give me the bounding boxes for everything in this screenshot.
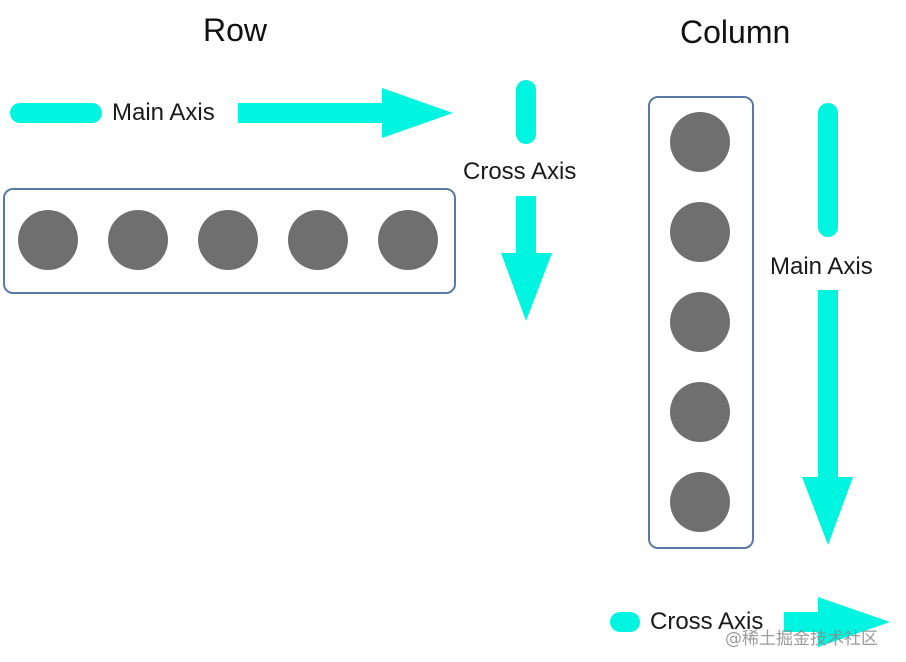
row-items — [18, 210, 438, 270]
row-item — [288, 210, 348, 270]
row-title: Row — [203, 12, 268, 48]
column-item — [670, 382, 730, 442]
column-items — [670, 112, 730, 532]
row-item — [378, 210, 438, 270]
row-container — [3, 188, 456, 294]
column-cross-axis-label: Cross Axis — [648, 608, 766, 635]
row-cross-axis-arrow-tail — [516, 80, 536, 144]
column-main-axis-arrow-shaft — [818, 290, 838, 480]
column-cross-axis-arrow-tail — [610, 612, 640, 632]
row-main-axis-arrow — [10, 88, 453, 138]
row-cross-axis-arrow-shaft — [516, 196, 536, 260]
row-cross-axis-label: Cross Axis — [463, 158, 577, 185]
column-cross-axis-arrow-head — [818, 597, 890, 647]
column-item — [670, 112, 730, 172]
column-item — [670, 472, 730, 532]
row-item — [18, 210, 78, 270]
column-main-axis-label: Main Axis — [770, 253, 873, 280]
row-item — [108, 210, 168, 270]
row-main-axis-arrow-tail — [10, 103, 102, 123]
column-main-axis-arrow-head — [802, 477, 853, 545]
row-cross-axis-arrow — [501, 80, 552, 321]
column-cross-axis-arrow — [610, 597, 890, 647]
column-main-axis-arrow — [802, 103, 853, 545]
column-main-axis-arrow-tail — [818, 103, 838, 237]
row-cross-axis-arrow-head — [501, 253, 552, 321]
column-container — [648, 96, 754, 549]
row-main-axis-label: Main Axis — [110, 101, 219, 125]
column-item — [670, 202, 730, 262]
column-item — [670, 292, 730, 352]
row-main-axis-arrow-shaft — [238, 103, 388, 123]
row-item — [198, 210, 258, 270]
column-cross-axis-arrow-shaft — [784, 612, 824, 632]
watermark: @稀土掘金技术社区 — [725, 629, 878, 649]
row-main-axis-arrow-head — [382, 88, 453, 138]
column-title: Column — [680, 14, 791, 50]
